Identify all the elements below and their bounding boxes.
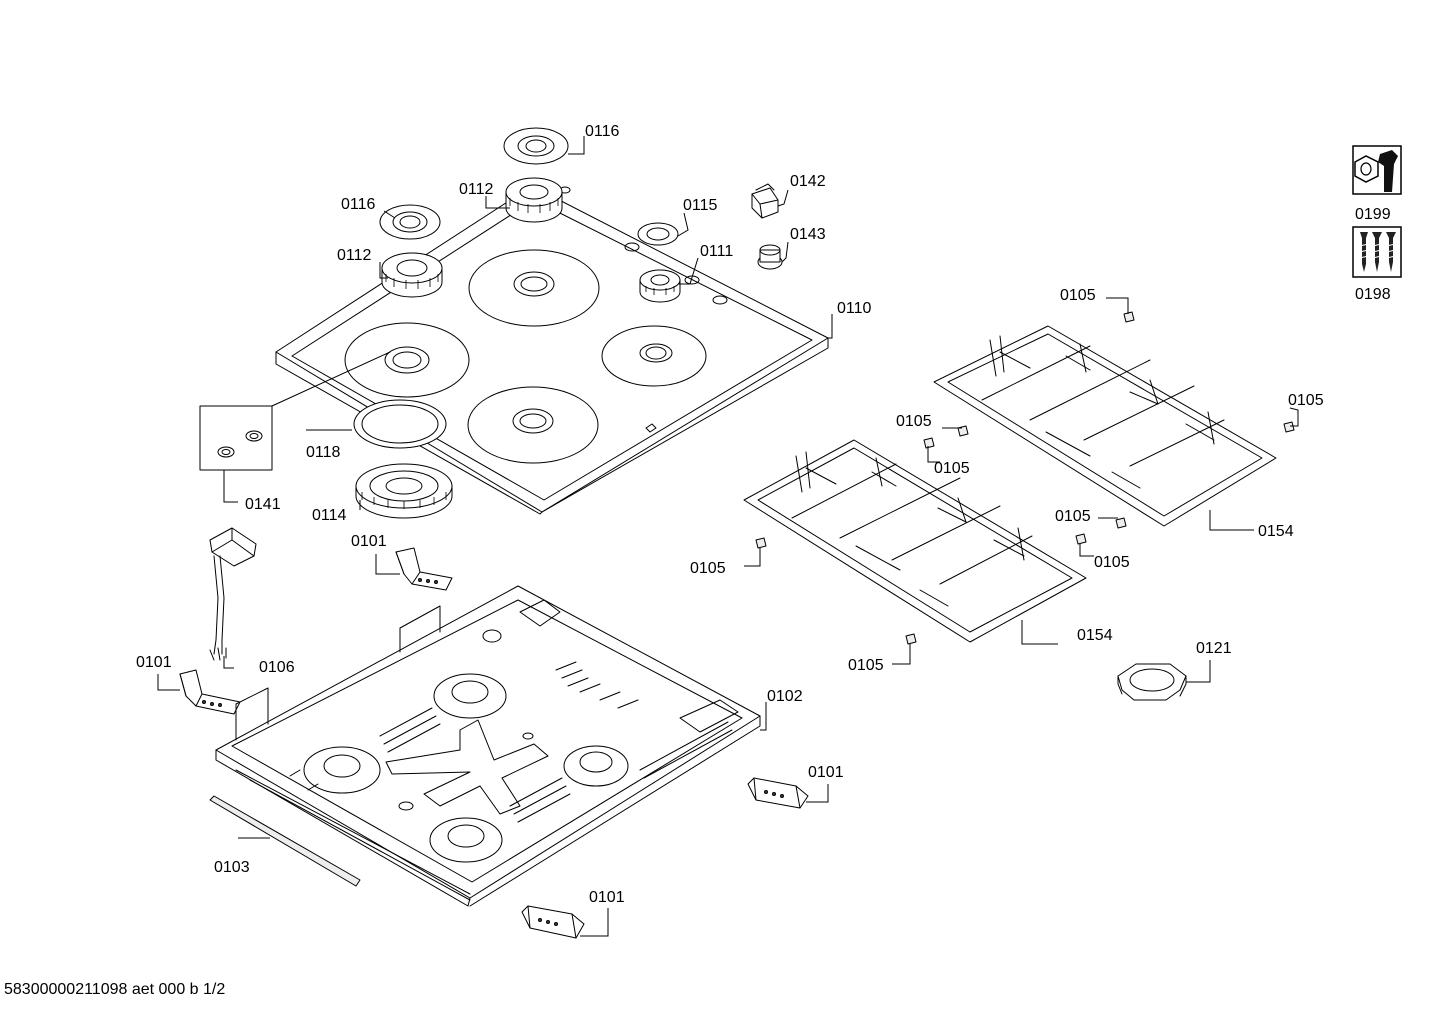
label-0101-left: 0101 <box>136 654 172 671</box>
burner-head-left <box>381 252 443 298</box>
rubber-foot-5 <box>1115 517 1127 529</box>
label-0105-6: 0105 <box>1094 554 1130 571</box>
label-0121: 0121 <box>1196 640 1232 657</box>
hob-top-plate <box>275 185 829 515</box>
label-0154-left: 0154 <box>1077 627 1113 644</box>
power-cord <box>209 527 257 661</box>
pan-support-left <box>743 439 1087 643</box>
label-0116-left: 0116 <box>341 196 376 213</box>
label-0143: 0143 <box>790 226 826 243</box>
label-0101-bottom: 0101 <box>589 889 625 906</box>
label-0142: 0142 <box>790 173 826 190</box>
label-0141: 0141 <box>245 496 281 513</box>
label-0114: 0114 <box>312 507 347 524</box>
label-0106: 0106 <box>259 659 295 676</box>
rubber-foot-4 <box>1283 421 1295 433</box>
seal-strip <box>209 795 361 887</box>
rubber-foot-8 <box>905 633 917 645</box>
label-0110: 0110 <box>837 300 872 317</box>
bracket-b <box>179 669 241 715</box>
burner-head-top <box>505 177 563 223</box>
label-0112-left: 0112 <box>337 247 372 264</box>
rubber-foot-3 <box>923 437 935 449</box>
document-id: 58300000211098 aet 000 b 1/2 <box>4 981 226 998</box>
label-0154-right: 0154 <box>1258 523 1294 540</box>
label-0105-8: 0105 <box>848 657 884 674</box>
control-knob <box>751 183 779 219</box>
rubber-foot-7 <box>755 537 767 549</box>
label-0116-top: 0116 <box>585 123 620 140</box>
burner-small <box>639 269 681 303</box>
burner-cap-small <box>637 222 679 246</box>
nut-and-wrench-icon <box>1352 145 1402 195</box>
burner-large <box>355 463 453 519</box>
label-0101-upper: 0101 <box>351 533 387 550</box>
label-0102: 0102 <box>767 688 803 705</box>
label-0118: 0118 <box>306 444 341 461</box>
label-0105-5: 0105 <box>1055 508 1091 525</box>
label-0112-top: 0112 <box>459 181 494 198</box>
label-0199: 0199 <box>1355 206 1391 223</box>
screws-icon <box>1352 226 1402 278</box>
bracket-c <box>747 777 809 809</box>
callout-labels: 0116 0116 0112 0112 0115 0142 0143 0111 … <box>136 123 1324 906</box>
label-0101-right: 0101 <box>808 764 844 781</box>
label-0198: 0198 <box>1355 286 1391 303</box>
bottom-tray <box>215 585 761 907</box>
pan-support-right <box>933 325 1277 527</box>
bracket-d <box>521 905 585 939</box>
label-0105-3: 0105 <box>934 460 970 477</box>
burner-ring <box>353 399 447 449</box>
label-0115: 0115 <box>683 197 718 214</box>
burner-cap-left <box>379 204 441 240</box>
injector-detail <box>199 351 391 471</box>
leader-lines <box>157 136 1299 937</box>
label-0105-2: 0105 <box>896 413 932 430</box>
burner-cap-top <box>503 127 569 165</box>
knob-bezel <box>757 244 783 270</box>
label-0105-1: 0105 <box>1060 287 1096 304</box>
bracket-a <box>395 547 453 591</box>
wok-ring <box>1117 663 1187 701</box>
rubber-foot-6 <box>1075 533 1087 545</box>
label-0111: 0111 <box>700 243 733 260</box>
label-0105-7: 0105 <box>690 560 726 577</box>
label-0105-4: 0105 <box>1288 392 1324 409</box>
rubber-foot-1 <box>1123 311 1135 323</box>
label-0103: 0103 <box>214 859 250 876</box>
